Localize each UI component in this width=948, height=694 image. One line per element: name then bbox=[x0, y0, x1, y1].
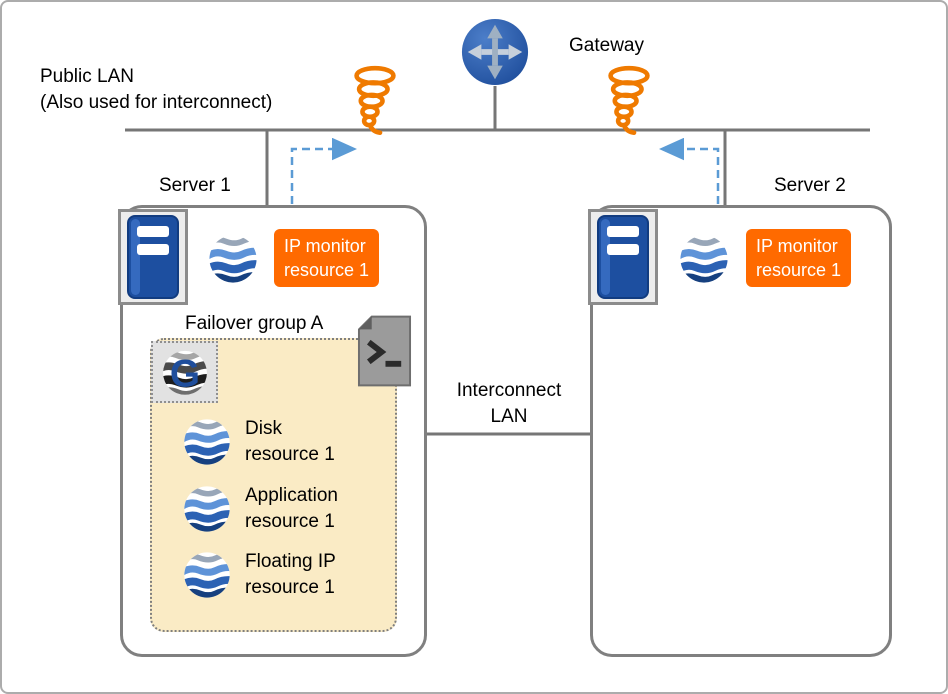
resource-name: Floating IP bbox=[245, 551, 336, 572]
server2-tower-icon bbox=[588, 209, 658, 305]
monitor-arrow-server1 bbox=[290, 137, 357, 204]
resource-row-application: Application resource 1 bbox=[182, 483, 338, 535]
public-lan-label-line2: (Also used for interconnect) bbox=[40, 92, 273, 113]
ip-monitor-resource-icon-server1 bbox=[207, 233, 259, 285]
ip-monitor-badge-line2: resource 1 bbox=[284, 260, 370, 280]
interconnect-label-line2: LAN bbox=[490, 406, 528, 427]
resource-row-floating-ip: Floating IP resource 1 bbox=[182, 549, 336, 601]
monitor-arrow-server2 bbox=[659, 137, 720, 204]
server1-label: Server 1 bbox=[159, 175, 231, 196]
interconnect-lan-label: Interconnect LAN bbox=[444, 378, 574, 430]
ip-monitor-badge-line1: IP monitor bbox=[284, 236, 366, 256]
gateway-icon bbox=[460, 17, 530, 87]
ip-monitor-badge-server1: IP monitor resource 1 bbox=[274, 229, 380, 287]
ip-monitor-badge-line2: resource 1 bbox=[756, 260, 842, 280]
ip-monitor-coil-right bbox=[611, 68, 648, 132]
resource-sub: resource 1 bbox=[245, 577, 335, 598]
ip-monitor-badge-server2: IP monitor resource 1 bbox=[746, 229, 852, 287]
ip-monitor-resource-icon-server2 bbox=[678, 233, 730, 285]
resource-sub: resource 1 bbox=[245, 511, 335, 532]
resource-name: Application bbox=[245, 485, 338, 506]
ip-monitor-badge-line1: IP monitor bbox=[756, 236, 838, 256]
failover-group-icon-frame bbox=[151, 341, 218, 403]
server2-label: Server 2 bbox=[774, 175, 846, 196]
public-lan-label-line1: Public LAN bbox=[40, 66, 134, 87]
interconnect-label-line1: Interconnect bbox=[456, 380, 562, 401]
server1-tower-icon bbox=[118, 209, 188, 305]
ip-monitor-coil-left bbox=[357, 68, 394, 132]
resource-row-disk: Disk resource 1 bbox=[182, 416, 335, 468]
exec-script-icon bbox=[357, 314, 412, 388]
floating-ip-resource-icon bbox=[182, 550, 232, 600]
disk-resource-icon bbox=[182, 417, 232, 467]
resource-name: Disk bbox=[245, 418, 282, 439]
group-g-icon bbox=[158, 345, 212, 399]
resource-sub: resource 1 bbox=[245, 444, 335, 465]
application-resource-icon bbox=[182, 484, 232, 534]
failover-group-title: Failover group A bbox=[185, 313, 324, 334]
public-lan-label: Public LAN (Also used for interconnect) bbox=[40, 64, 272, 116]
gateway-label: Gateway bbox=[569, 35, 644, 56]
